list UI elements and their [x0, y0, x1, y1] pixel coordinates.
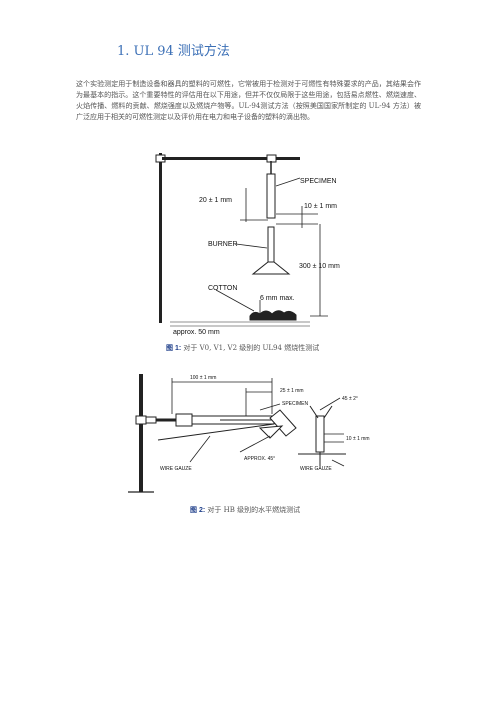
side-view-detail — [298, 405, 346, 466]
intro-paragraph: 这个实验测定用于制造设备和器具的塑料的可燃性，它常被用于检测对于可燃性有特殊要求… — [76, 79, 421, 123]
label-dim-6: 6 mm max. — [260, 295, 295, 302]
label-dim-100: 100 ± 1 mm — [190, 375, 216, 381]
burner-tilted — [258, 409, 297, 439]
label-approx-45: APPROX. 45° — [244, 456, 275, 462]
figure-1-vertical-test-diagram: SPECIMEN 20 ± 1 mm 10 ± 1 mm BURNER 300 … — [155, 153, 340, 336]
figure-1-caption-label: 图 1: — [166, 345, 182, 352]
label-dim-25: 25 ± 1 mm — [280, 388, 304, 394]
figure-2-caption-text: 对于 HB 级别的水平燃烧测试 — [207, 506, 301, 514]
label-specimen: SPECIMEN — [282, 401, 309, 407]
figure-1-caption-text: 对于 V0, V1, V2 级别的 UL94 燃烧性测试 — [183, 344, 320, 352]
stand — [128, 374, 177, 493]
label-wire-gauze-right: WIRE GAUZE — [300, 466, 332, 472]
label-dim-10: 10 ± 1 mm — [304, 203, 337, 210]
label-cotton: COTTON — [208, 285, 237, 292]
label-specimen: SPECIMEN — [300, 178, 337, 185]
intro-text: 这个实验测定用于制造设备和器具的塑料的可燃性，它常被用于检测对于可燃性有特殊要求… — [76, 80, 421, 121]
label-angle-45-2: 45 ± 2° — [342, 396, 358, 402]
label-dim-10: 10 ± 1 mm — [346, 436, 370, 442]
label-dim-300: 300 ± 10 mm — [299, 263, 340, 270]
label-wire-gauze-left: WIRE GAUZE — [160, 466, 192, 472]
specimen-bar — [266, 173, 276, 219]
burner — [251, 226, 291, 275]
figure-2-caption-label: 图 2: — [190, 507, 206, 514]
figure-2-caption: 图 2: 对于 HB 级别的水平燃烧测试 — [190, 505, 300, 515]
label-burner: BURNER — [208, 241, 238, 248]
stand — [155, 153, 300, 323]
figure-1-caption: 图 1: 对于 V0, V1, V2 级别的 UL94 燃烧性测试 — [166, 343, 319, 353]
section-title: 1. UL 94 测试方法 — [117, 44, 230, 59]
label-approx-50: approx. 50 mm — [173, 329, 220, 336]
cotton-pad — [249, 310, 297, 321]
specimen-assembly — [175, 413, 275, 427]
label-dim-20: 20 ± 1 mm — [199, 197, 232, 204]
figure-2-horizontal-test-diagram: 100 ± 1 mm 25 ± 1 mm SPECIMEN 45 ± 2° 10… — [128, 374, 370, 493]
